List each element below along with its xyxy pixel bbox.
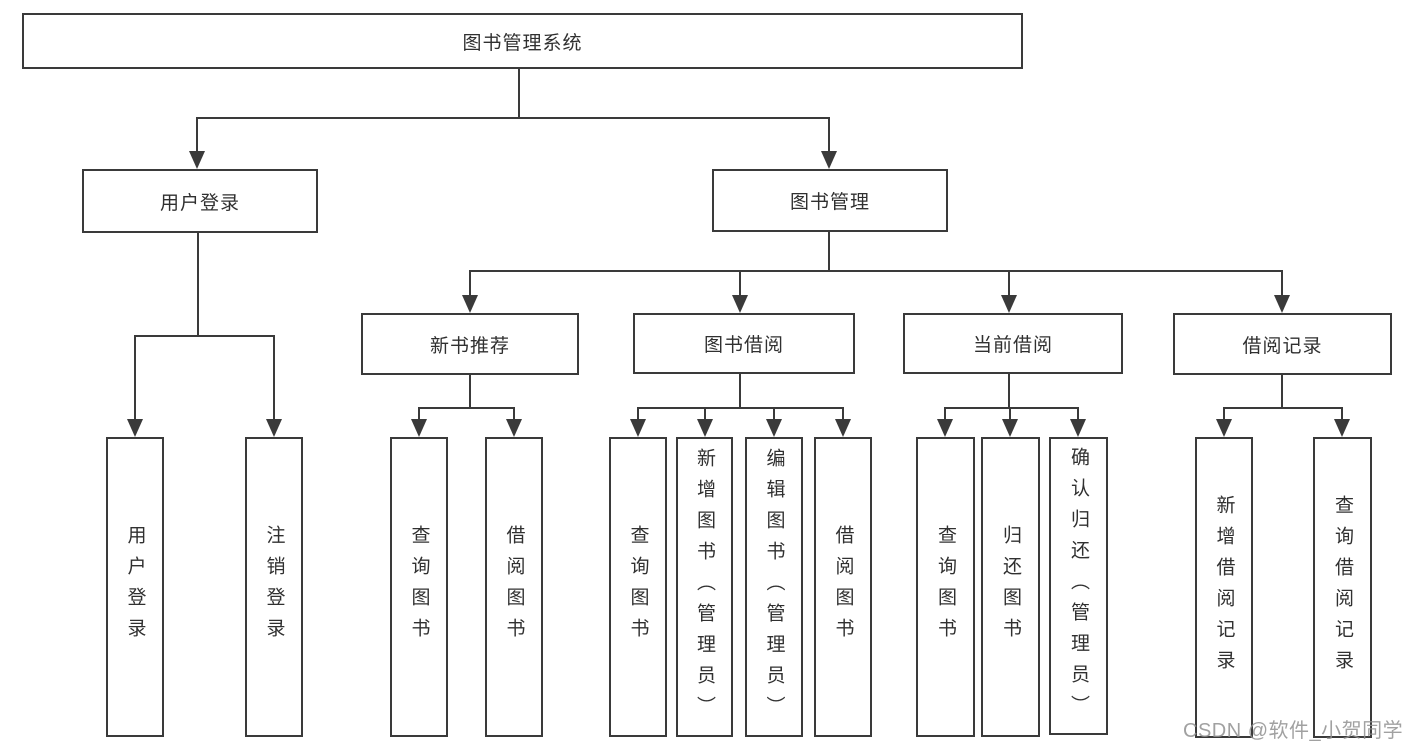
arrowhead-down-icon — [835, 419, 851, 437]
leaf-borrow-query-book: 查询图书 — [609, 437, 667, 737]
node-root-label: 图书管理系统 — [462, 32, 583, 54]
arrowhead-down-icon — [462, 295, 478, 313]
connector-line — [637, 407, 639, 420]
leaf-add-book-admin: 新增图书（管理员） — [676, 437, 733, 737]
leaf-recommend-query-book-label: 查询图书 — [408, 525, 430, 649]
leaf-add-book-admin-label: 新增图书（管理员） — [694, 447, 715, 727]
node-book-borrow-label: 图书借阅 — [703, 335, 784, 356]
node-root: 图书管理系统 — [22, 13, 1023, 69]
connector-line — [469, 270, 471, 297]
arrowhead-down-icon — [506, 419, 522, 437]
leaf-query-borrow-record-label: 查询借阅记录 — [1332, 494, 1353, 681]
arrowhead-down-icon — [732, 295, 748, 313]
connector-line — [418, 407, 420, 420]
connector-line — [1009, 407, 1011, 420]
connector-line — [1008, 373, 1010, 408]
leaf-query-borrow-record: 查询借阅记录 — [1313, 437, 1372, 738]
connector-line — [418, 407, 515, 409]
node-borrow-records: 借阅记录 — [1173, 313, 1392, 375]
node-book-borrow: 图书借阅 — [633, 313, 855, 374]
connector-line — [944, 407, 946, 420]
arrowhead-down-icon — [1002, 419, 1018, 437]
connector-line — [1341, 407, 1343, 420]
connector-line — [944, 407, 1079, 409]
arrowhead-down-icon — [1334, 419, 1350, 437]
connector-line — [469, 375, 471, 408]
leaf-edit-book-admin-label: 编辑图书（管理员） — [763, 447, 785, 727]
node-current-borrow: 当前借阅 — [903, 313, 1123, 374]
arrowhead-down-icon — [766, 419, 782, 437]
node-book-management-label: 图书管理 — [789, 192, 870, 213]
node-borrow-records-label: 借阅记录 — [1242, 335, 1323, 357]
connector-line — [1281, 375, 1283, 408]
arrowhead-down-icon — [1070, 419, 1086, 437]
node-user-login-branch: 用户登录 — [82, 169, 318, 233]
connector-line — [739, 373, 741, 408]
arrowhead-down-icon — [1001, 295, 1017, 313]
leaf-logout-label: 注销登录 — [263, 525, 285, 649]
leaf-recommend-borrow-book-label: 借阅图书 — [503, 525, 525, 649]
connector-line — [469, 270, 1283, 272]
connector-line — [773, 407, 775, 420]
leaf-return-book-label: 归还图书 — [1000, 525, 1021, 649]
leaf-recommend-borrow-book: 借阅图书 — [485, 437, 543, 737]
connector-line — [134, 335, 136, 421]
connector-line — [739, 270, 741, 297]
connector-line — [842, 407, 844, 420]
leaf-current-query-book: 查询图书 — [916, 437, 975, 737]
connector-line — [637, 407, 844, 409]
connector-line — [518, 69, 520, 118]
connector-line — [1008, 270, 1010, 297]
leaf-borrow-book: 借阅图书 — [814, 437, 872, 737]
leaf-recommend-query-book: 查询图书 — [390, 437, 448, 737]
node-new-book-recommend: 新书推荐 — [361, 313, 579, 375]
node-user-login-branch-label: 用户登录 — [159, 192, 240, 214]
connector-line — [513, 407, 515, 420]
arrowhead-down-icon — [821, 151, 837, 169]
node-book-management: 图书管理 — [712, 169, 948, 232]
arrowhead-down-icon — [1216, 419, 1232, 437]
leaf-current-query-book-label: 查询图书 — [935, 525, 956, 649]
connector-line — [1281, 270, 1283, 297]
leaf-logout: 注销登录 — [245, 437, 303, 737]
connector-line — [828, 117, 830, 153]
leaf-borrow-query-book-label: 查询图书 — [627, 525, 649, 649]
arrowhead-down-icon — [411, 419, 427, 437]
arrowhead-down-icon — [127, 419, 143, 437]
leaf-confirm-return-admin-label: 确认归还（管理员） — [1068, 446, 1089, 726]
connector-line — [1077, 407, 1079, 420]
connector-line — [1223, 407, 1225, 420]
arrowhead-down-icon — [189, 151, 205, 169]
leaf-confirm-return-admin: 确认归还（管理员） — [1049, 437, 1108, 735]
leaf-add-borrow-record-label: 新增借阅记录 — [1213, 494, 1235, 681]
connector-line — [704, 407, 706, 420]
arrowhead-down-icon — [697, 419, 713, 437]
arrowhead-down-icon — [1274, 295, 1290, 313]
arrowhead-down-icon — [630, 419, 646, 437]
node-new-book-recommend-label: 新书推荐 — [429, 335, 510, 357]
leaf-user-login: 用户登录 — [106, 437, 164, 737]
connector-line — [134, 335, 275, 337]
leaf-borrow-book-label: 借阅图书 — [832, 525, 854, 649]
leaf-edit-book-admin: 编辑图书（管理员） — [745, 437, 803, 737]
arrowhead-down-icon — [266, 419, 282, 437]
leaf-add-borrow-record: 新增借阅记录 — [1195, 437, 1253, 738]
connector-line — [828, 232, 830, 271]
connector-line — [196, 117, 830, 119]
leaf-user-login-label: 用户登录 — [124, 525, 146, 649]
connector-line — [1223, 407, 1343, 409]
connector-line — [196, 117, 198, 153]
connector-line — [197, 233, 199, 336]
connector-line — [273, 335, 275, 421]
leaf-return-book: 归还图书 — [981, 437, 1040, 737]
arrowhead-down-icon — [937, 419, 953, 437]
watermark-text: CSDN @软件_小贺同学 — [1183, 720, 1404, 742]
node-current-borrow-label: 当前借阅 — [972, 335, 1053, 356]
